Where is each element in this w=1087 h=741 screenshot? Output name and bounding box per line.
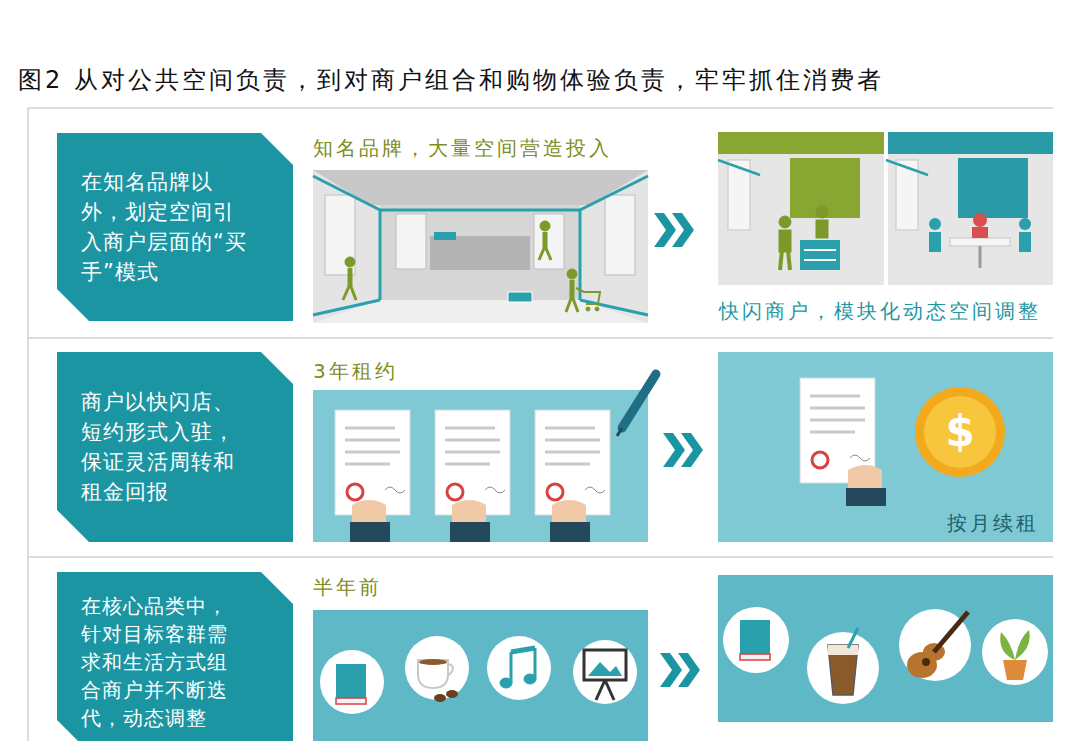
tab-shape <box>57 352 293 542</box>
node-text: 在核心品类中，针对目标客群需求和生活方式组合商户并不断迭代，动态调整 <box>81 592 241 732</box>
monthly-illustration <box>718 352 1053 542</box>
chevron-connector <box>654 213 694 247</box>
illustration-panel: 3年租约 <box>313 358 648 542</box>
interests-before-illustration <box>313 610 648 741</box>
coin-symbol: $ <box>920 404 1000 460</box>
illustration-panel: 半年前 <box>313 574 648 741</box>
node-text: 商户以快闪店、短约形式入驻，保证灵活周转和租金回报 <box>81 387 249 507</box>
illustration-panel: 知名品牌，大量空间营造投入 <box>313 135 648 323</box>
diagram-title: 图2 从对公共空间负责，到对商户组合和购物体验负责，牢牢抓住消费者 <box>18 64 884 96</box>
contracts-illustration <box>313 374 656 542</box>
tab-fill <box>57 572 293 741</box>
mall-illustration <box>313 170 648 323</box>
tab-shape <box>57 133 293 321</box>
chevron <box>663 433 685 467</box>
node-text: 半年前 <box>313 574 382 600</box>
node-text: 按月续租 <box>945 510 1041 536</box>
tab-fill <box>57 133 293 321</box>
chevron-arrow <box>660 653 700 687</box>
node-text: 在知名品牌以外，划定空间引入商户层面的“买手”模式 <box>81 167 249 287</box>
chevron-connector <box>663 433 703 467</box>
chevron <box>654 213 676 247</box>
tab-fill <box>57 352 293 542</box>
illustration-panel: 按月续租 <box>718 352 1053 542</box>
node-text: 知名品牌，大量空间营造投入 <box>313 135 612 161</box>
node-text: 3年租约 <box>313 358 398 384</box>
interests-after-illustration <box>718 575 1053 722</box>
chevron <box>681 433 703 467</box>
strategy-box: 在核心品类中，针对目标客群需求和生活方式组合商户并不断迭代，动态调整 <box>57 572 293 741</box>
chevron <box>672 213 694 247</box>
strategy-box: 在知名品牌以外，划定空间引入商户层面的“买手”模式 <box>57 133 293 321</box>
strategy-box: 商户以快闪店、短约形式入驻，保证灵活周转和租金回报 <box>57 352 293 542</box>
popup-illustration <box>718 132 1053 285</box>
illustration-panel: 快闪商户，模块化动态空间调整 <box>700 132 1053 324</box>
node-text: 快闪商户，模块化动态空间调整 <box>719 298 1041 324</box>
